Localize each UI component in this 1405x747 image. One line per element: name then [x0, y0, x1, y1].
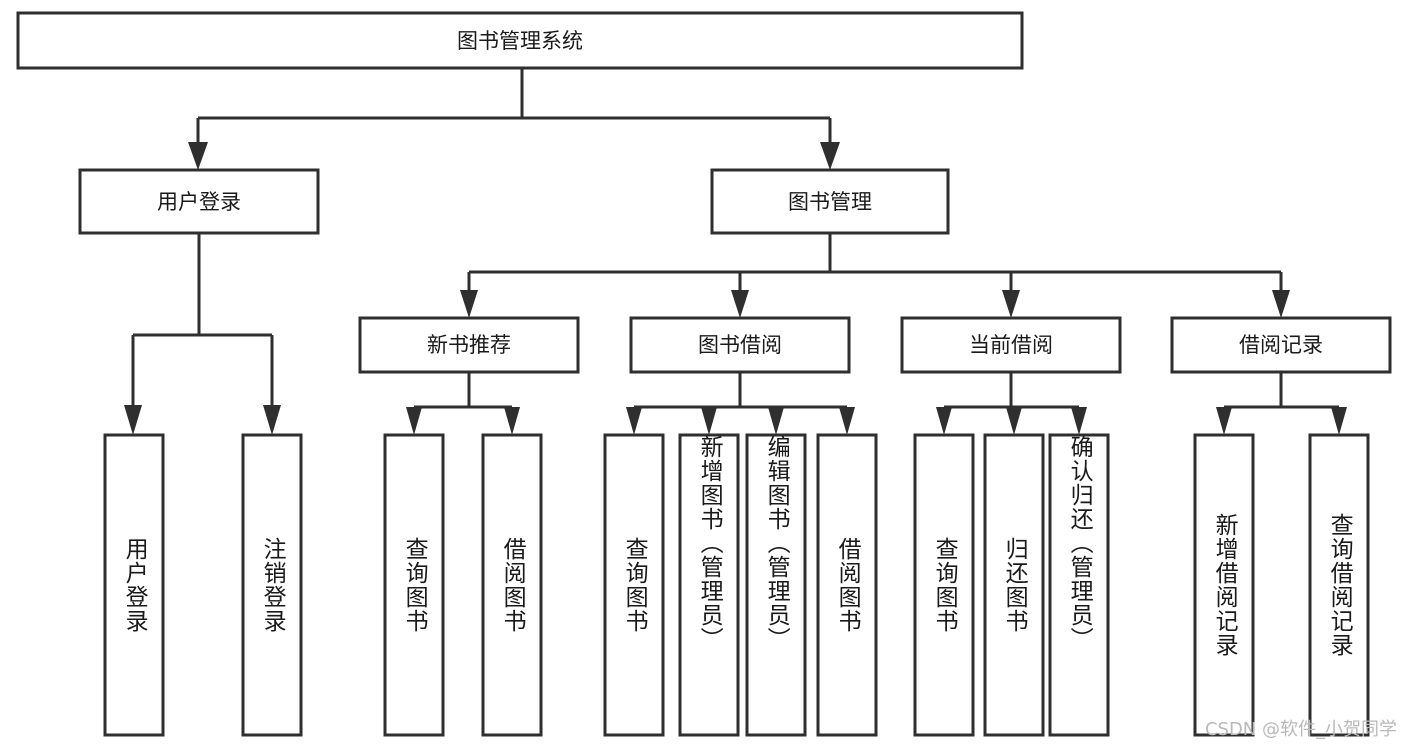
arrow-head-icon [839, 407, 855, 435]
node-user-login-label: 用户登录 [157, 190, 241, 214]
arrow-head-icon [1272, 290, 1290, 318]
leaf-borrow-book-box[interactable] [816, 433, 878, 737]
leaf-borrow-book-recommend-box[interactable] [481, 433, 543, 737]
leaf-add-borrow-record-box[interactable] [1193, 433, 1255, 737]
arrow-head-icon [820, 142, 840, 170]
arrow-head-icon [263, 405, 281, 435]
leaf-return-book-box[interactable] [983, 433, 1045, 737]
node-borrow-record[interactable]: 借阅记录 [1170, 316, 1392, 374]
leaf-query-book-borrow-box[interactable] [603, 433, 665, 737]
node-borrow-record-label: 借阅记录 [1239, 333, 1323, 357]
arrow-head-icon [1216, 407, 1232, 435]
arrow-head-icon [701, 407, 717, 435]
node-new-book-recommend[interactable]: 新书推荐 [358, 316, 580, 374]
node-book-management-label: 图书管理 [788, 190, 872, 214]
connector-current-borrow-to-leaves [936, 372, 1087, 435]
leaf-edit-book-box[interactable] [745, 433, 807, 737]
arrow-head-icon [1002, 290, 1020, 318]
node-book-management[interactable]: 图书管理 [710, 168, 950, 235]
connector-book-borrow-to-leaves [626, 372, 855, 435]
leaf-confirm-return-box[interactable] [1048, 433, 1110, 737]
leaf-query-book-current-box[interactable] [913, 433, 975, 737]
connector-new-book-recommend-to-leaves [406, 372, 520, 435]
node-new-book-recommend-label: 新书推荐 [427, 333, 511, 357]
node-new-book-recommend-box[interactable] [358, 316, 580, 374]
leaf-logout-box[interactable] [241, 433, 303, 737]
arrow-head-icon [188, 142, 208, 170]
leaf-user-login-box[interactable] [103, 433, 165, 737]
connector-borrow-record-to-leaves [1216, 372, 1347, 435]
arrow-head-icon [768, 407, 784, 435]
leaf-add-book-box[interactable] [678, 433, 740, 737]
arrow-head-icon [460, 290, 478, 318]
leaf-query-book-recommend-box[interactable] [383, 433, 445, 737]
arrow-head-icon [124, 405, 142, 435]
connector-root-to-level2 [188, 68, 840, 170]
node-user-login[interactable]: 用户登录 [78, 168, 320, 235]
leaf-query-borrow-record-box[interactable] [1308, 433, 1370, 737]
connector-user-login-to-leaves [124, 233, 281, 435]
node-current-borrow[interactable]: 当前借阅 [900, 316, 1122, 374]
arrow-head-icon [626, 407, 642, 435]
node-root-label: 图书管理系统 [457, 29, 583, 53]
arrow-head-icon [1071, 407, 1087, 435]
node-current-borrow-label: 当前借阅 [969, 333, 1053, 357]
node-current-borrow-box[interactable] [900, 316, 1122, 374]
arrow-head-icon [731, 290, 749, 318]
arrow-head-icon [1006, 407, 1022, 435]
node-book-borrow[interactable]: 图书借阅 [629, 316, 851, 374]
arrow-head-icon [936, 407, 952, 435]
arrow-head-icon [406, 407, 422, 435]
connector-book-management-to-level3 [460, 233, 1290, 318]
node-book-borrow-label: 图书借阅 [698, 333, 782, 357]
node-root-box[interactable] [16, 11, 1024, 70]
arrow-head-icon [504, 407, 520, 435]
node-root[interactable]: 图书管理系统 [16, 11, 1024, 70]
node-user-login-box[interactable] [78, 168, 320, 235]
watermark: CSDN @软件_小贺同学 [1204, 719, 1397, 740]
arrow-head-icon [1331, 407, 1347, 435]
